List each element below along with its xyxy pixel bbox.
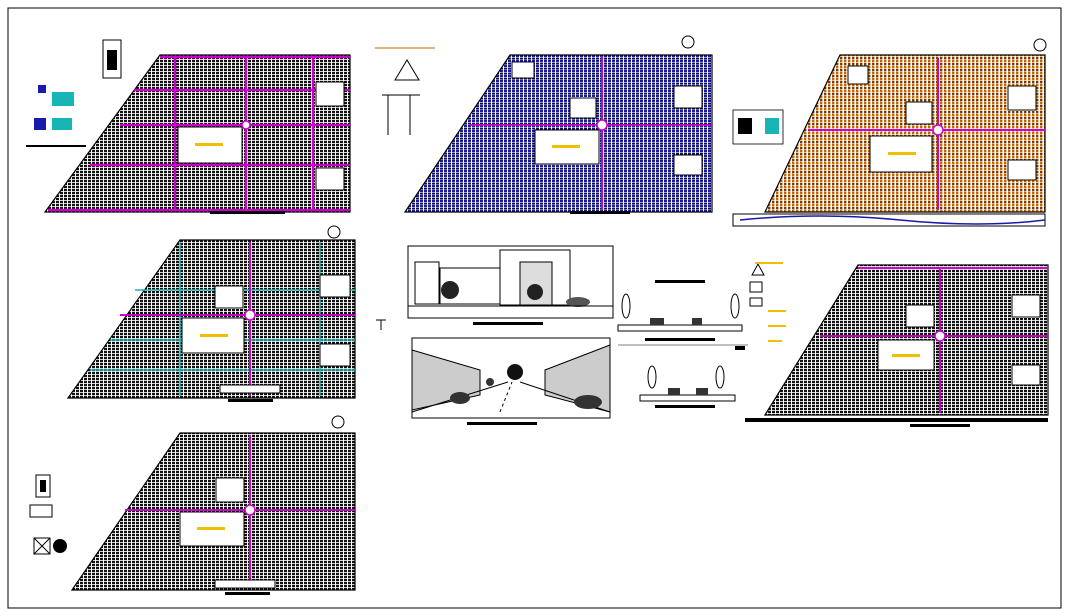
- plan-1-roads: [48, 55, 350, 212]
- plan-5-legend: [29, 474, 67, 555]
- plan-1-legend: [26, 39, 122, 147]
- plan-2-roads: [470, 56, 712, 210]
- site-plan-5: [29, 415, 356, 595]
- plan-1-block: [315, 81, 345, 107]
- sheet-border: [7, 7, 1062, 609]
- road-sections: [617, 280, 748, 408]
- site-plan-4: [66, 225, 356, 402]
- site-plan-1: [26, 39, 351, 214]
- plan-4-north-arrow: [327, 225, 341, 239]
- section-marker: [376, 319, 386, 330]
- plan-3-boundary: [764, 54, 1046, 213]
- plan-6-legend: [749, 262, 786, 342]
- plan-2-north-arrow: [681, 35, 695, 49]
- elevation-drawing: [407, 245, 614, 325]
- plan-2-details: [375, 47, 435, 135]
- street-perspective: [411, 337, 611, 425]
- plan-1-block-2: [315, 167, 345, 191]
- plan-3-north-arrow: [1033, 38, 1047, 52]
- site-plan-3: [732, 38, 1047, 227]
- plan-5-north-arrow: [331, 415, 345, 429]
- site-plan-6: [745, 262, 1049, 427]
- site-plan-2: [375, 35, 713, 214]
